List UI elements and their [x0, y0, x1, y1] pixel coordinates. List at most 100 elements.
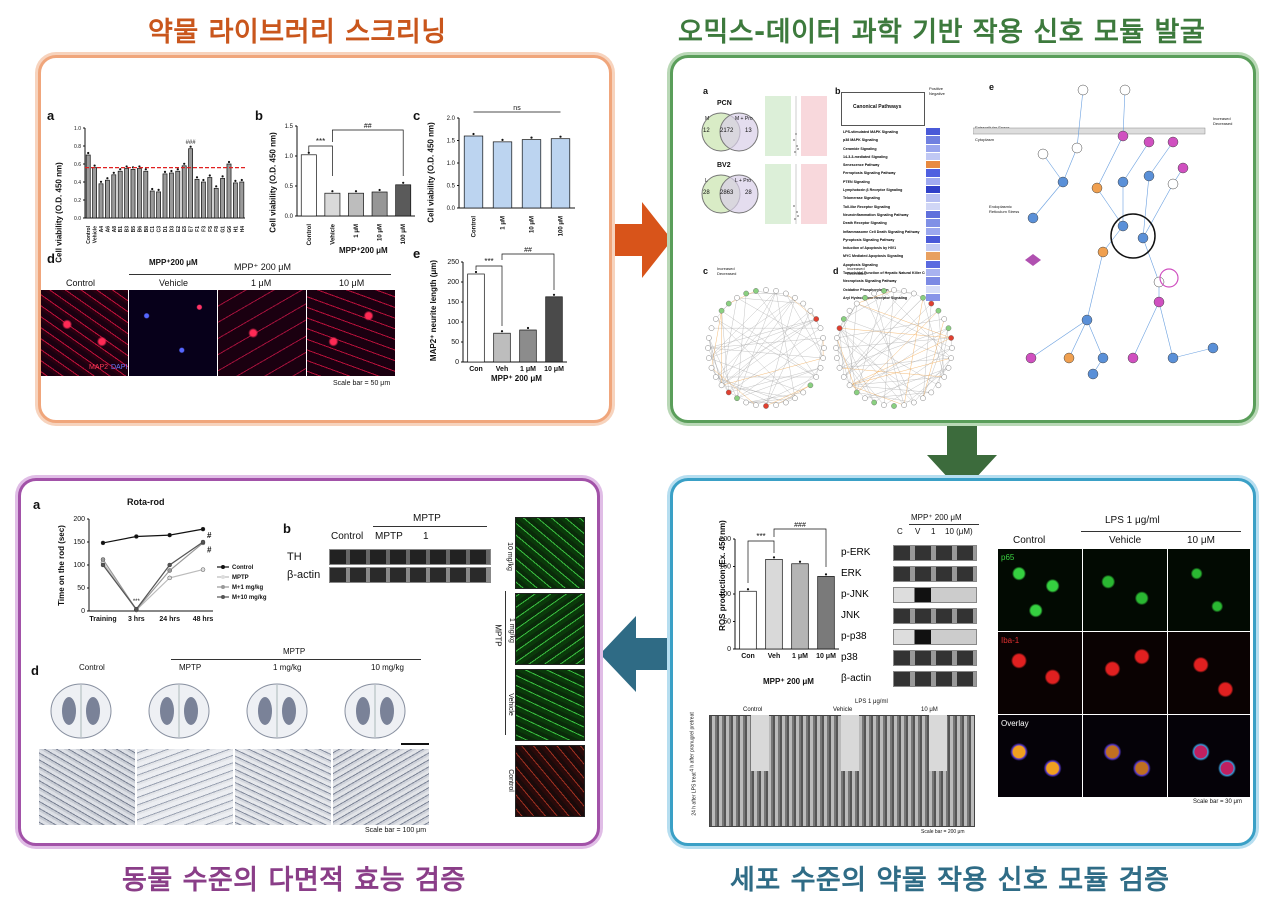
- network-node: [783, 290, 789, 297]
- y-tick-label: 0.2: [74, 198, 81, 204]
- map-edge: [1030, 319, 1088, 359]
- network-node: [807, 382, 814, 389]
- y-tick-label: 200: [73, 516, 85, 523]
- network-edge: [856, 392, 914, 403]
- cell-western-group-line: [909, 524, 979, 525]
- network-node: [846, 307, 853, 314]
- network-edge: [843, 293, 914, 378]
- animal-side-image-1mg: [515, 593, 585, 665]
- bar: [188, 148, 193, 219]
- series-point: [167, 532, 172, 538]
- omics-e-letter: e: [989, 82, 995, 92]
- omics-panel: a PCN 12 2172 13 M M + Pro BV2 28 2863 2…: [670, 55, 1256, 423]
- bar: [143, 170, 149, 219]
- x-tick-label: 10 μM: [378, 224, 384, 241]
- network-edge: [736, 293, 747, 399]
- heatmap-cell: [926, 152, 940, 162]
- network-edge: [836, 337, 924, 399]
- map-node: [1167, 178, 1179, 190]
- heatmap-cell: [926, 260, 940, 270]
- x-tick-label: B1: [118, 226, 124, 233]
- x-tick-label: Vehicle: [93, 226, 99, 243]
- x-tick-label: 24 hrs: [159, 616, 180, 623]
- bar: [111, 174, 117, 219]
- network-edge: [922, 328, 949, 399]
- network-edge: [708, 297, 796, 359]
- venn-pcn-title: PCN: [717, 100, 732, 107]
- bar: [105, 179, 110, 219]
- network-node: [935, 307, 942, 314]
- omics-a-letter: a: [703, 86, 709, 96]
- series-point: [200, 526, 206, 532]
- x-tick-label: Con: [741, 653, 755, 660]
- data-point: [157, 188, 160, 191]
- network-edge: [755, 290, 796, 298]
- pathway-item: Tumoricidal Function of Hepatic Natural …: [843, 271, 925, 276]
- venn-diagram-bv2: [701, 174, 759, 214]
- data-point: [402, 181, 405, 184]
- panel-c-letter: c: [413, 108, 421, 123]
- bracket-2: [773, 528, 827, 567]
- network-edge: [728, 367, 821, 393]
- if-row-iba1: Iba-1: [1001, 636, 1020, 645]
- network-node: [734, 294, 740, 301]
- network-diagram-d: [833, 287, 955, 409]
- western-row-label: JNK: [841, 610, 860, 621]
- if-image-p65-control: [998, 549, 1082, 631]
- data-point: [195, 176, 199, 179]
- heatmap-cell: [926, 194, 940, 203]
- data-point: [87, 151, 90, 155]
- heatmap-cell: [926, 144, 940, 153]
- network-node: [833, 345, 839, 351]
- bar: [395, 184, 412, 217]
- map-node: [1127, 352, 1139, 364]
- legend-label: Control: [232, 565, 254, 571]
- network-edge: [843, 289, 895, 320]
- network-node: [941, 316, 948, 322]
- bar: [348, 192, 364, 217]
- map-edge: [1096, 135, 1124, 189]
- network-edge: [856, 303, 952, 339]
- series-line: [102, 542, 204, 611]
- network-node: [753, 288, 759, 294]
- network-edge: [843, 297, 924, 378]
- x-tick-label: Control: [86, 225, 92, 243]
- histology-col-1mg: 1 mg/kg: [273, 663, 302, 672]
- bar: [463, 135, 484, 209]
- pathway-header: Canonical Pathways: [853, 104, 902, 110]
- map-edge: [1042, 153, 1064, 183]
- network-edge: [803, 303, 824, 359]
- migration-row-24h: 24 h after LPS treat: [691, 772, 698, 816]
- network-edge: [843, 310, 939, 378]
- bar: [324, 192, 341, 217]
- heatmap-cell: [926, 210, 940, 220]
- bar: [85, 154, 91, 219]
- data-point: [227, 160, 231, 164]
- data-point: [163, 170, 167, 173]
- histology-zoom-1mg: [235, 749, 331, 825]
- histology-scale-line: [401, 743, 429, 745]
- cell-western-col-c: C: [897, 527, 903, 536]
- network-edge: [864, 392, 932, 399]
- title-animal-validation: 동물 수준의 다면적 효능 검증: [122, 865, 466, 896]
- bar: [233, 182, 238, 219]
- animal-western-group: MPTP: [413, 513, 441, 524]
- series-point: [200, 567, 206, 572]
- network-node: [920, 294, 926, 301]
- network-node: [813, 374, 820, 380]
- network-edge: [736, 290, 777, 399]
- network-edge: [728, 392, 757, 406]
- bar: [493, 332, 511, 363]
- network-edge: [836, 337, 850, 386]
- animal-western-col-mptp: MPTP: [375, 531, 403, 542]
- signaling-pathway-map: [973, 84, 1219, 380]
- pathway-item: Senescence Pathway: [843, 163, 880, 168]
- migration-col-control: Control: [743, 707, 763, 713]
- network-edge: [835, 347, 875, 403]
- animal-side-row-vehicle: Vehicle: [506, 693, 514, 716]
- network-edge: [864, 367, 949, 399]
- membrane-bar: [973, 127, 1206, 135]
- significance-mark-2: ##: [364, 123, 372, 130]
- bar: [371, 191, 388, 217]
